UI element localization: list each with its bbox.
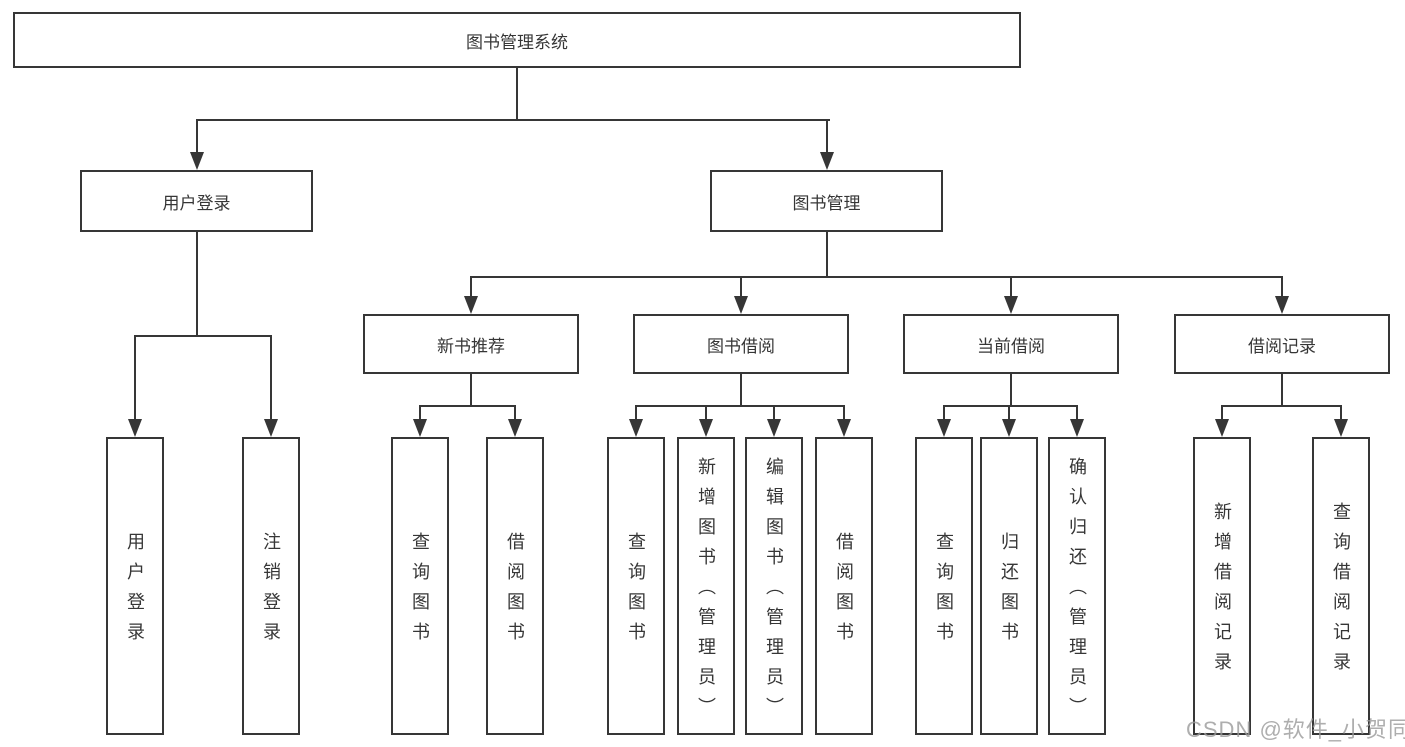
arrow-down-icon [464,296,478,314]
connector-line [635,405,637,420]
leaf-label: 查询图书 [410,532,430,652]
connector-line [196,232,198,337]
node-label: 用户登录 [162,193,231,213]
csdn-watermark: CSDN @软件_小贺同学 [1186,717,1405,742]
node-library-management-system: 图书管理系统 [13,12,1021,68]
leaf-add-books-admin: 新增图书（管理员） [677,437,735,735]
leaf-label: 归还图书 [999,532,1019,652]
leaf-label: 查询图书 [626,532,646,652]
leaf-query-borrow-record: 查询借阅记录 [1312,437,1370,735]
connector-line [843,405,845,420]
arrow-down-icon [699,419,713,437]
arrow-down-icon [508,419,522,437]
arrow-down-icon [190,152,204,170]
connector-line [1010,276,1012,297]
node-borrow-records: 借阅记录 [1174,314,1390,374]
arrow-down-icon [629,419,643,437]
leaf-label: 借阅图书 [505,532,525,652]
connector-line [826,119,828,153]
node-label: 新书推荐 [437,336,505,356]
connector-line [1008,405,1010,420]
connector-line [826,232,828,278]
arrow-down-icon [264,419,278,437]
leaf-confirm-return-admin: 确认归还（管理员） [1048,437,1106,735]
leaf-label: 查询借阅记录 [1331,502,1351,682]
leaf-query-books-borrow: 查询图书 [607,437,665,735]
arrow-down-icon [1334,419,1348,437]
node-label: 图书管理 [792,193,861,213]
leaf-edit-books-admin: 编辑图书（管理员） [745,437,803,735]
connector-line [740,374,742,406]
node-label: 图书管理系统 [466,32,568,52]
arrow-down-icon [837,419,851,437]
connector-line [419,405,516,407]
leaf-query-books-recommend: 查询图书 [391,437,449,735]
arrow-down-icon [1004,296,1018,314]
connector-line [1221,405,1342,407]
connector-line [470,374,472,406]
arrow-down-icon [128,419,142,437]
arrow-down-icon [937,419,951,437]
leaf-label: 新增图书（管理员） [696,457,716,727]
connector-line [1281,276,1283,297]
leaf-label: 确认归还（管理员） [1067,457,1087,727]
leaf-query-books-current: 查询图书 [915,437,973,735]
node-new-book-recommend: 新书推荐 [363,314,579,374]
connector-line [705,405,707,420]
arrow-down-icon [413,419,427,437]
leaf-label: 查询图书 [934,532,954,652]
connector-line [470,276,1283,278]
leaf-return-books: 归还图书 [980,437,1038,735]
node-book-management: 图书管理 [710,170,943,232]
arrow-down-icon [820,152,834,170]
connector-line [514,405,516,420]
arrow-down-icon [767,419,781,437]
connector-line [773,405,775,420]
connector-line [943,405,945,420]
leaf-label: 借阅图书 [834,532,854,652]
leaf-label: 编辑图书（管理员） [764,457,784,727]
arrow-down-icon [1215,419,1229,437]
node-label: 当前借阅 [977,336,1045,356]
connector-line [1340,405,1342,420]
connector-line [740,276,742,297]
node-current-borrow: 当前借阅 [903,314,1119,374]
leaf-add-borrow-record: 新增借阅记录 [1193,437,1251,735]
connector-line [196,119,830,121]
leaf-borrow-books: 借阅图书 [815,437,873,735]
node-user-login: 用户登录 [80,170,313,232]
node-book-borrow: 图书借阅 [633,314,849,374]
leaf-label: 注销登录 [261,532,281,652]
connector-line [134,335,136,420]
connector-line [1281,374,1283,406]
arrow-down-icon [1070,419,1084,437]
connector-line [196,119,198,153]
connector-line [516,68,518,120]
leaf-logout: 注销登录 [242,437,300,735]
leaf-borrow-books-recommend: 借阅图书 [486,437,544,735]
node-label: 图书借阅 [707,336,775,356]
connector-line [1010,374,1012,406]
connector-line [635,405,845,407]
connector-line [943,405,1078,407]
arrow-down-icon [1002,419,1016,437]
arrow-down-icon [734,296,748,314]
leaf-label: 新增借阅记录 [1212,502,1232,682]
leaf-label: 用户登录 [125,532,145,652]
connector-line [270,335,272,420]
connector-line [419,405,421,420]
leaf-user-login: 用户登录 [106,437,164,735]
connector-line [1221,405,1223,420]
node-label: 借阅记录 [1248,336,1316,356]
arrow-down-icon [1275,296,1289,314]
connector-line [134,335,272,337]
connector-line [1076,405,1078,420]
connector-line [470,276,472,297]
